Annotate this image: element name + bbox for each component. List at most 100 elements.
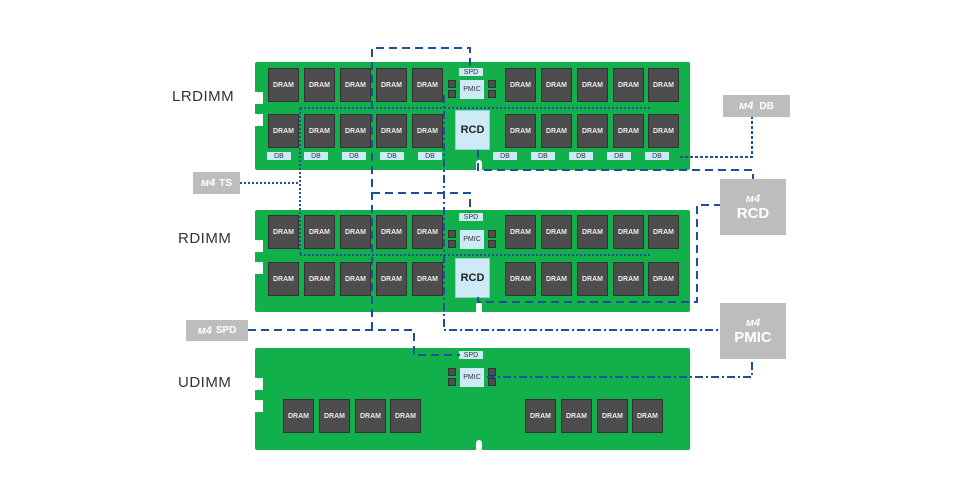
capacitor <box>448 90 456 98</box>
db-component-label: DB <box>759 100 774 112</box>
board-notch <box>255 114 263 126</box>
pmic-component-label: PMIC <box>734 328 772 346</box>
pmic-chip: PMIC <box>460 230 484 249</box>
capacitor <box>448 240 456 248</box>
dram-chip: DRAM <box>376 68 407 102</box>
dram-chip: DRAM <box>268 262 299 296</box>
dram-chip: DRAM <box>268 114 299 148</box>
dram-chip: DRAM <box>597 399 628 433</box>
db-bus-line <box>680 117 753 158</box>
dram-chip: DRAM <box>376 262 407 296</box>
board-notch <box>255 92 263 104</box>
dram-chip: DRAM <box>648 262 679 296</box>
udimm-label: UDIMM <box>178 374 232 391</box>
rdimm-label: RDIMM <box>178 230 232 247</box>
dram-chip: DRAM <box>505 68 536 102</box>
brand-logo-icon: ᴍ4 <box>739 100 754 112</box>
dram-chip: DRAM <box>412 215 443 249</box>
board-notch <box>255 400 263 412</box>
dram-chip: DRAM <box>283 399 314 433</box>
pmic-bus-line <box>443 95 753 378</box>
capacitor <box>448 378 456 386</box>
dram-chip: DRAM <box>340 262 371 296</box>
capacitor <box>488 80 496 88</box>
spd-component-label: SPD <box>215 325 237 336</box>
capacitor <box>488 378 496 386</box>
ts-bus-line <box>240 107 652 256</box>
dram-chip: DRAM <box>561 399 592 433</box>
dram-chip: DRAM <box>340 68 371 102</box>
dram-chip: DRAM <box>505 215 536 249</box>
dram-chip: DRAM <box>648 215 679 249</box>
dram-chip: DRAM <box>613 215 644 249</box>
ts-component-label: TS <box>219 177 233 189</box>
dram-chip: DRAM <box>268 68 299 102</box>
spd-chip: SPD <box>459 351 483 359</box>
dram-chip: DRAM <box>268 215 299 249</box>
pmic-chip: PMIC <box>460 80 484 99</box>
dram-chip: DRAM <box>505 114 536 148</box>
dram-chip: DRAM <box>577 114 608 148</box>
data-buffer-chip: DB <box>569 152 593 160</box>
dram-chip: DRAM <box>632 399 663 433</box>
dram-chip: DRAM <box>541 114 572 148</box>
dram-chip: DRAM <box>577 215 608 249</box>
dram-chip: DRAM <box>340 114 371 148</box>
dram-chip: DRAM <box>648 114 679 148</box>
spd-chip: SPD <box>459 68 483 76</box>
brand-logo-icon: ᴍ4 <box>200 177 216 189</box>
data-buffer-chip: DB <box>304 152 328 160</box>
dram-chip: DRAM <box>319 399 350 433</box>
dram-chip: DRAM <box>376 215 407 249</box>
dram-chip: DRAM <box>390 399 421 433</box>
data-buffer-chip: DB <box>342 152 366 160</box>
data-buffer-chip: DB <box>267 152 291 160</box>
spd-chip: SPD <box>459 213 483 221</box>
data-buffer-chip: DB <box>607 152 631 160</box>
dram-chip: DRAM <box>613 262 644 296</box>
rcd-bus-line <box>477 150 754 303</box>
brand-logo-icon: ᴍ4 <box>197 324 212 337</box>
dram-chip: DRAM <box>613 68 644 102</box>
capacitor <box>448 368 456 376</box>
rcd-chip: RCD <box>455 110 490 150</box>
dram-chip: DRAM <box>376 114 407 148</box>
brand-logo-icon: ᴍ4 <box>745 192 761 205</box>
dram-chip: DRAM <box>577 68 608 102</box>
data-buffer-chip: DB <box>418 152 442 160</box>
data-buffer-chip: DB <box>645 152 669 160</box>
pmic-chip: PMIC <box>460 368 484 387</box>
board-notch <box>255 240 263 252</box>
dram-chip: DRAM <box>613 114 644 148</box>
dram-chip: DRAM <box>648 68 679 102</box>
capacitor <box>448 230 456 238</box>
spd-bus-line <box>248 47 471 356</box>
key-notch <box>476 440 482 450</box>
dram-chip: DRAM <box>304 215 335 249</box>
data-buffer-chip: DB <box>380 152 404 160</box>
rcd-chip: RCD <box>455 258 490 298</box>
dram-chip: DRAM <box>412 114 443 148</box>
dram-chip: DRAM <box>412 68 443 102</box>
board-notch <box>255 378 263 390</box>
dram-chip: DRAM <box>505 262 536 296</box>
lrdimm-label: LRDIMM <box>172 88 235 105</box>
dram-chip: DRAM <box>541 215 572 249</box>
data-buffer-chip: DB <box>493 152 517 160</box>
dram-chip: DRAM <box>340 215 371 249</box>
capacitor <box>488 240 496 248</box>
brand-logo-icon: ᴍ4 <box>745 316 761 329</box>
dram-chip: DRAM <box>577 262 608 296</box>
dram-chip: DRAM <box>525 399 556 433</box>
dram-chip: DRAM <box>304 262 335 296</box>
dram-chip: DRAM <box>541 68 572 102</box>
dram-chip: DRAM <box>304 68 335 102</box>
capacitor <box>488 230 496 238</box>
